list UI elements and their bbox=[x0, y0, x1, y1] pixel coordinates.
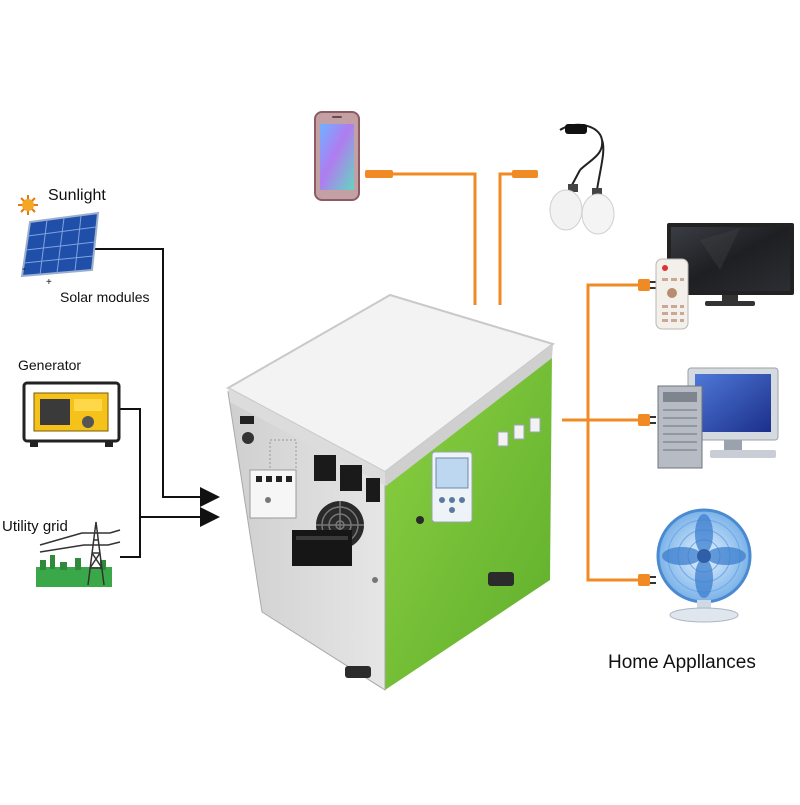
solar-power-station-icon bbox=[225, 293, 556, 691]
led-bulbs-icon bbox=[549, 123, 615, 235]
utility-grid-label: Utility grid bbox=[2, 518, 68, 535]
input-wires bbox=[95, 248, 220, 558]
utility-tower-icon bbox=[36, 521, 121, 587]
generator-icon bbox=[22, 381, 121, 447]
remote-control-icon bbox=[655, 258, 689, 330]
bulb-wire bbox=[498, 172, 520, 305]
solar-wire bbox=[95, 248, 220, 507]
electric-fan-icon bbox=[656, 508, 752, 623]
tv-icon bbox=[667, 223, 794, 306]
generator-label: Generator bbox=[18, 357, 82, 373]
generator-wire bbox=[120, 408, 141, 558]
sun-icon bbox=[18, 195, 38, 215]
bulb-connector bbox=[512, 170, 538, 178]
output-wires bbox=[372, 172, 640, 582]
home-appliances-label: Home Appllances bbox=[608, 652, 756, 673]
tv-plug-icon bbox=[638, 279, 656, 291]
solar-panel-icon bbox=[20, 211, 100, 278]
fan-plug-icon bbox=[638, 574, 656, 586]
connectors bbox=[365, 170, 656, 586]
desktop-computer-icon bbox=[657, 367, 779, 469]
phone-connector bbox=[365, 170, 393, 178]
phone-wire bbox=[372, 172, 477, 305]
appliance-bus-wire bbox=[562, 283, 640, 582]
smartphone-icon bbox=[314, 111, 360, 201]
solar-plus-label: + bbox=[46, 277, 52, 288]
sunlight-label: Sunlight bbox=[48, 187, 106, 204]
computer-plug-icon bbox=[638, 414, 656, 426]
solar-modules-label: Solar modules bbox=[60, 289, 150, 305]
solar-minus-label: - bbox=[22, 263, 26, 275]
